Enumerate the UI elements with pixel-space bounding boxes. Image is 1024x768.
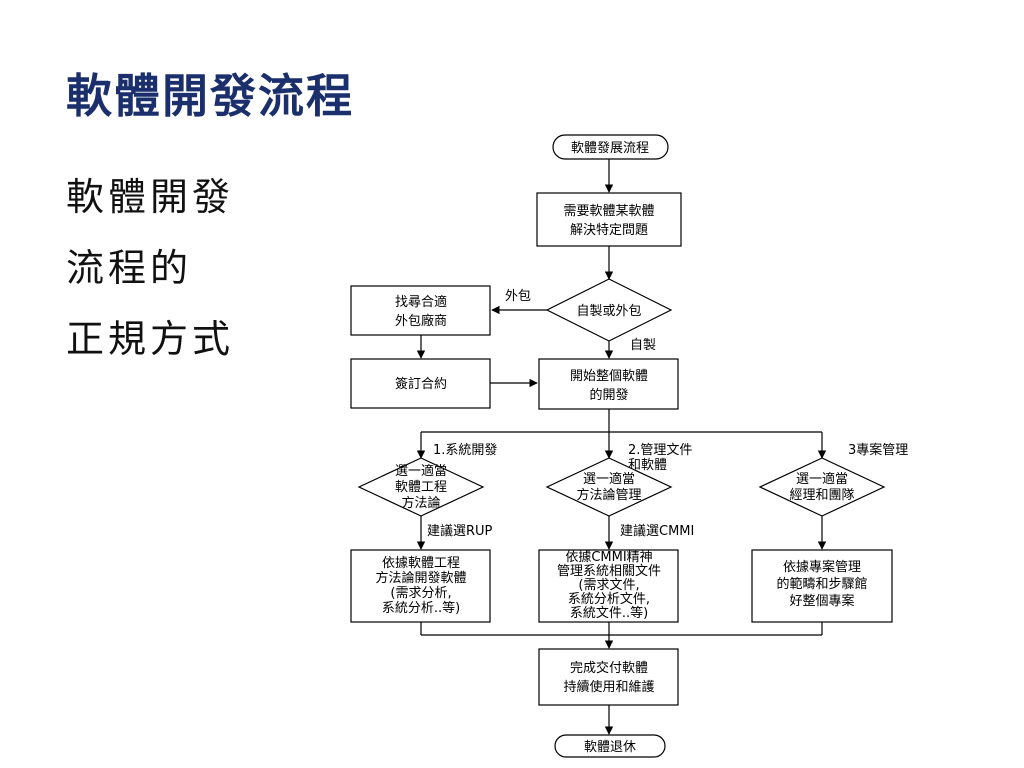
branch-manage-docs-label-1: 2.管理文件 [628, 443, 692, 458]
svg-text:解決特定問題: 解決特定問題 [570, 223, 648, 238]
svg-text:管理系統相關文件: 管理系統相關文件 [557, 564, 661, 579]
project-management-box: 依據專案管理 的範疇和步驟館 好整個專案 [751, 549, 893, 623]
self-made-label: 自製 [630, 338, 656, 353]
svg-text:的開發: 的開發 [589, 387, 628, 403]
find-vendor-box: 找尋合適 外包廠商 [350, 285, 491, 336]
svg-text:依據軟體工程: 依據軟體工程 [382, 555, 460, 571]
side-description: 軟體開發 流程的 正規方式 [66, 162, 234, 375]
sign-contract-box: 簽訂合約 [350, 358, 491, 409]
svg-text:找尋合適: 找尋合適 [395, 294, 447, 310]
svg-text:軟體工程: 軟體工程 [395, 479, 447, 495]
svg-text:軟體發展流程: 軟體發展流程 [571, 140, 649, 156]
svg-text:簽訂合約: 簽訂合約 [395, 376, 447, 392]
svg-text:的範疇和步驟館: 的範疇和步驟館 [776, 576, 867, 592]
suggest-rup-label: 建議選RUP [427, 524, 493, 539]
manage-documents-box: 依據CMMI精神 管理系統相關文件 (需求文件, 系統分析文件, 系統文件..等… [538, 549, 679, 623]
deliver-maintain-box: 完成交付軟體 持續使用和維護 [538, 648, 679, 706]
svg-text:需要軟體某軟體: 需要軟體某軟體 [563, 203, 654, 219]
suggest-cmmi-label: 建議選CMMI [620, 524, 694, 539]
svg-text:選一適當: 選一適當 [796, 471, 848, 487]
outsource-label: 外包 [505, 289, 531, 304]
svg-text:方法論開發軟體: 方法論開發軟體 [375, 570, 466, 586]
choose-team-decision: 選一適當 經理和團隊 [758, 457, 886, 517]
make-or-outsource-decision: 自製或外包 [545, 278, 673, 342]
branch-project-mgmt-label: 3專案管理 [848, 443, 908, 458]
slide-title: 軟體開發流程 [66, 69, 354, 123]
end-terminator: 軟體退休 [554, 734, 666, 758]
svg-text:(需求分析,: (需求分析, [390, 586, 451, 601]
choose-methodology-decision: 選一適當 軟體工程 方法論 [357, 457, 485, 517]
svg-text:軟體退休: 軟體退休 [584, 739, 636, 755]
svg-text:系統分析..等): 系統分析..等) [382, 600, 460, 616]
svg-text:方法論管理: 方法論管理 [576, 487, 641, 503]
side-line-3: 正規方式 [66, 317, 235, 361]
svg-text:好整個專案: 好整個專案 [789, 594, 854, 609]
branch-system-dev-label: 1.系統開發 [433, 443, 497, 458]
start-development-box: 開始整個軟體 的開發 [538, 358, 679, 410]
svg-text:方法論: 方法論 [401, 495, 440, 511]
svg-text:選一適當: 選一適當 [583, 471, 635, 487]
svg-text:依據專案管理: 依據專案管理 [783, 560, 861, 575]
svg-text:外包廠商: 外包廠商 [395, 313, 447, 329]
svg-text:依據CMMI精神: 依據CMMI精神 [565, 550, 652, 565]
svg-text:系統分析文件,: 系統分析文件, [568, 592, 650, 607]
svg-text:系統文件..等): 系統文件..等) [570, 605, 648, 621]
svg-text:完成交付軟體: 完成交付軟體 [570, 660, 648, 676]
flow-connectors [416, 158, 827, 735]
start-terminator: 軟體發展流程 [552, 134, 669, 160]
need-software-box: 需要軟體某軟體 解決特定問題 [536, 192, 682, 247]
choose-management-decision: 選一適當 方法論管理 [545, 457, 673, 517]
side-line-1: 軟體開發 [66, 175, 235, 219]
side-line-2: 流程的 [66, 246, 193, 290]
svg-text:(需求文件,: (需求文件, [578, 578, 639, 593]
svg-text:持續使用和維護: 持續使用和維護 [563, 679, 654, 695]
branch-manage-docs-label-2: 和軟體 [628, 457, 667, 473]
svg-text:自製或外包: 自製或外包 [576, 304, 641, 319]
svg-text:開始整個軟體: 開始整個軟體 [570, 368, 648, 384]
svg-text:選一適當: 選一適當 [395, 463, 447, 479]
svg-text:經理和團隊: 經理和團隊 [789, 487, 854, 503]
develop-software-box: 依據軟體工程 方法論開發軟體 (需求分析, 系統分析..等) [350, 549, 491, 623]
